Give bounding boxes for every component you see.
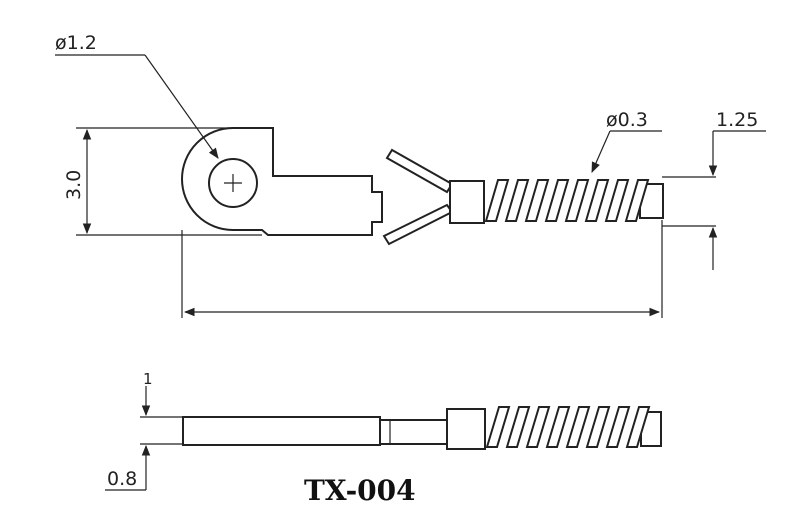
top-view: ø1.2 ø0.3 1.25 3.0: [55, 32, 766, 318]
wire-strand-upper: [385, 148, 454, 194]
height-dimension: 3.0: [63, 127, 273, 236]
thickness-label: 0.8: [107, 468, 137, 490]
wire-strand-lower: [382, 203, 454, 246]
lug-side-profile: [182, 416, 381, 446]
crimp-barrel: [449, 180, 485, 224]
coil-spring-side: [485, 406, 662, 448]
ring-lug-body: [181, 127, 383, 236]
part-number-title: TX-004: [304, 474, 416, 507]
hole-diameter-callout: ø1.2: [55, 32, 219, 159]
side-view: 1 0.8: [105, 370, 662, 491]
hole-diameter-label: ø1.2: [55, 32, 97, 54]
thickness-dimension: 1 0.8: [105, 370, 183, 491]
height-label: 3.0: [63, 170, 85, 200]
wire-diameter-label: ø0.3: [606, 109, 648, 131]
coil-spring-top: [484, 179, 664, 222]
wire-diameter-callout: ø0.3: [591, 109, 662, 173]
coil-offset-label: 1.25: [716, 109, 758, 131]
overall-length-dimension: [181, 220, 663, 318]
crimp-barrel-side: [446, 408, 486, 450]
thickness-top-label: 1: [143, 370, 153, 388]
coil-offset-dimension: 1.25: [662, 109, 766, 270]
